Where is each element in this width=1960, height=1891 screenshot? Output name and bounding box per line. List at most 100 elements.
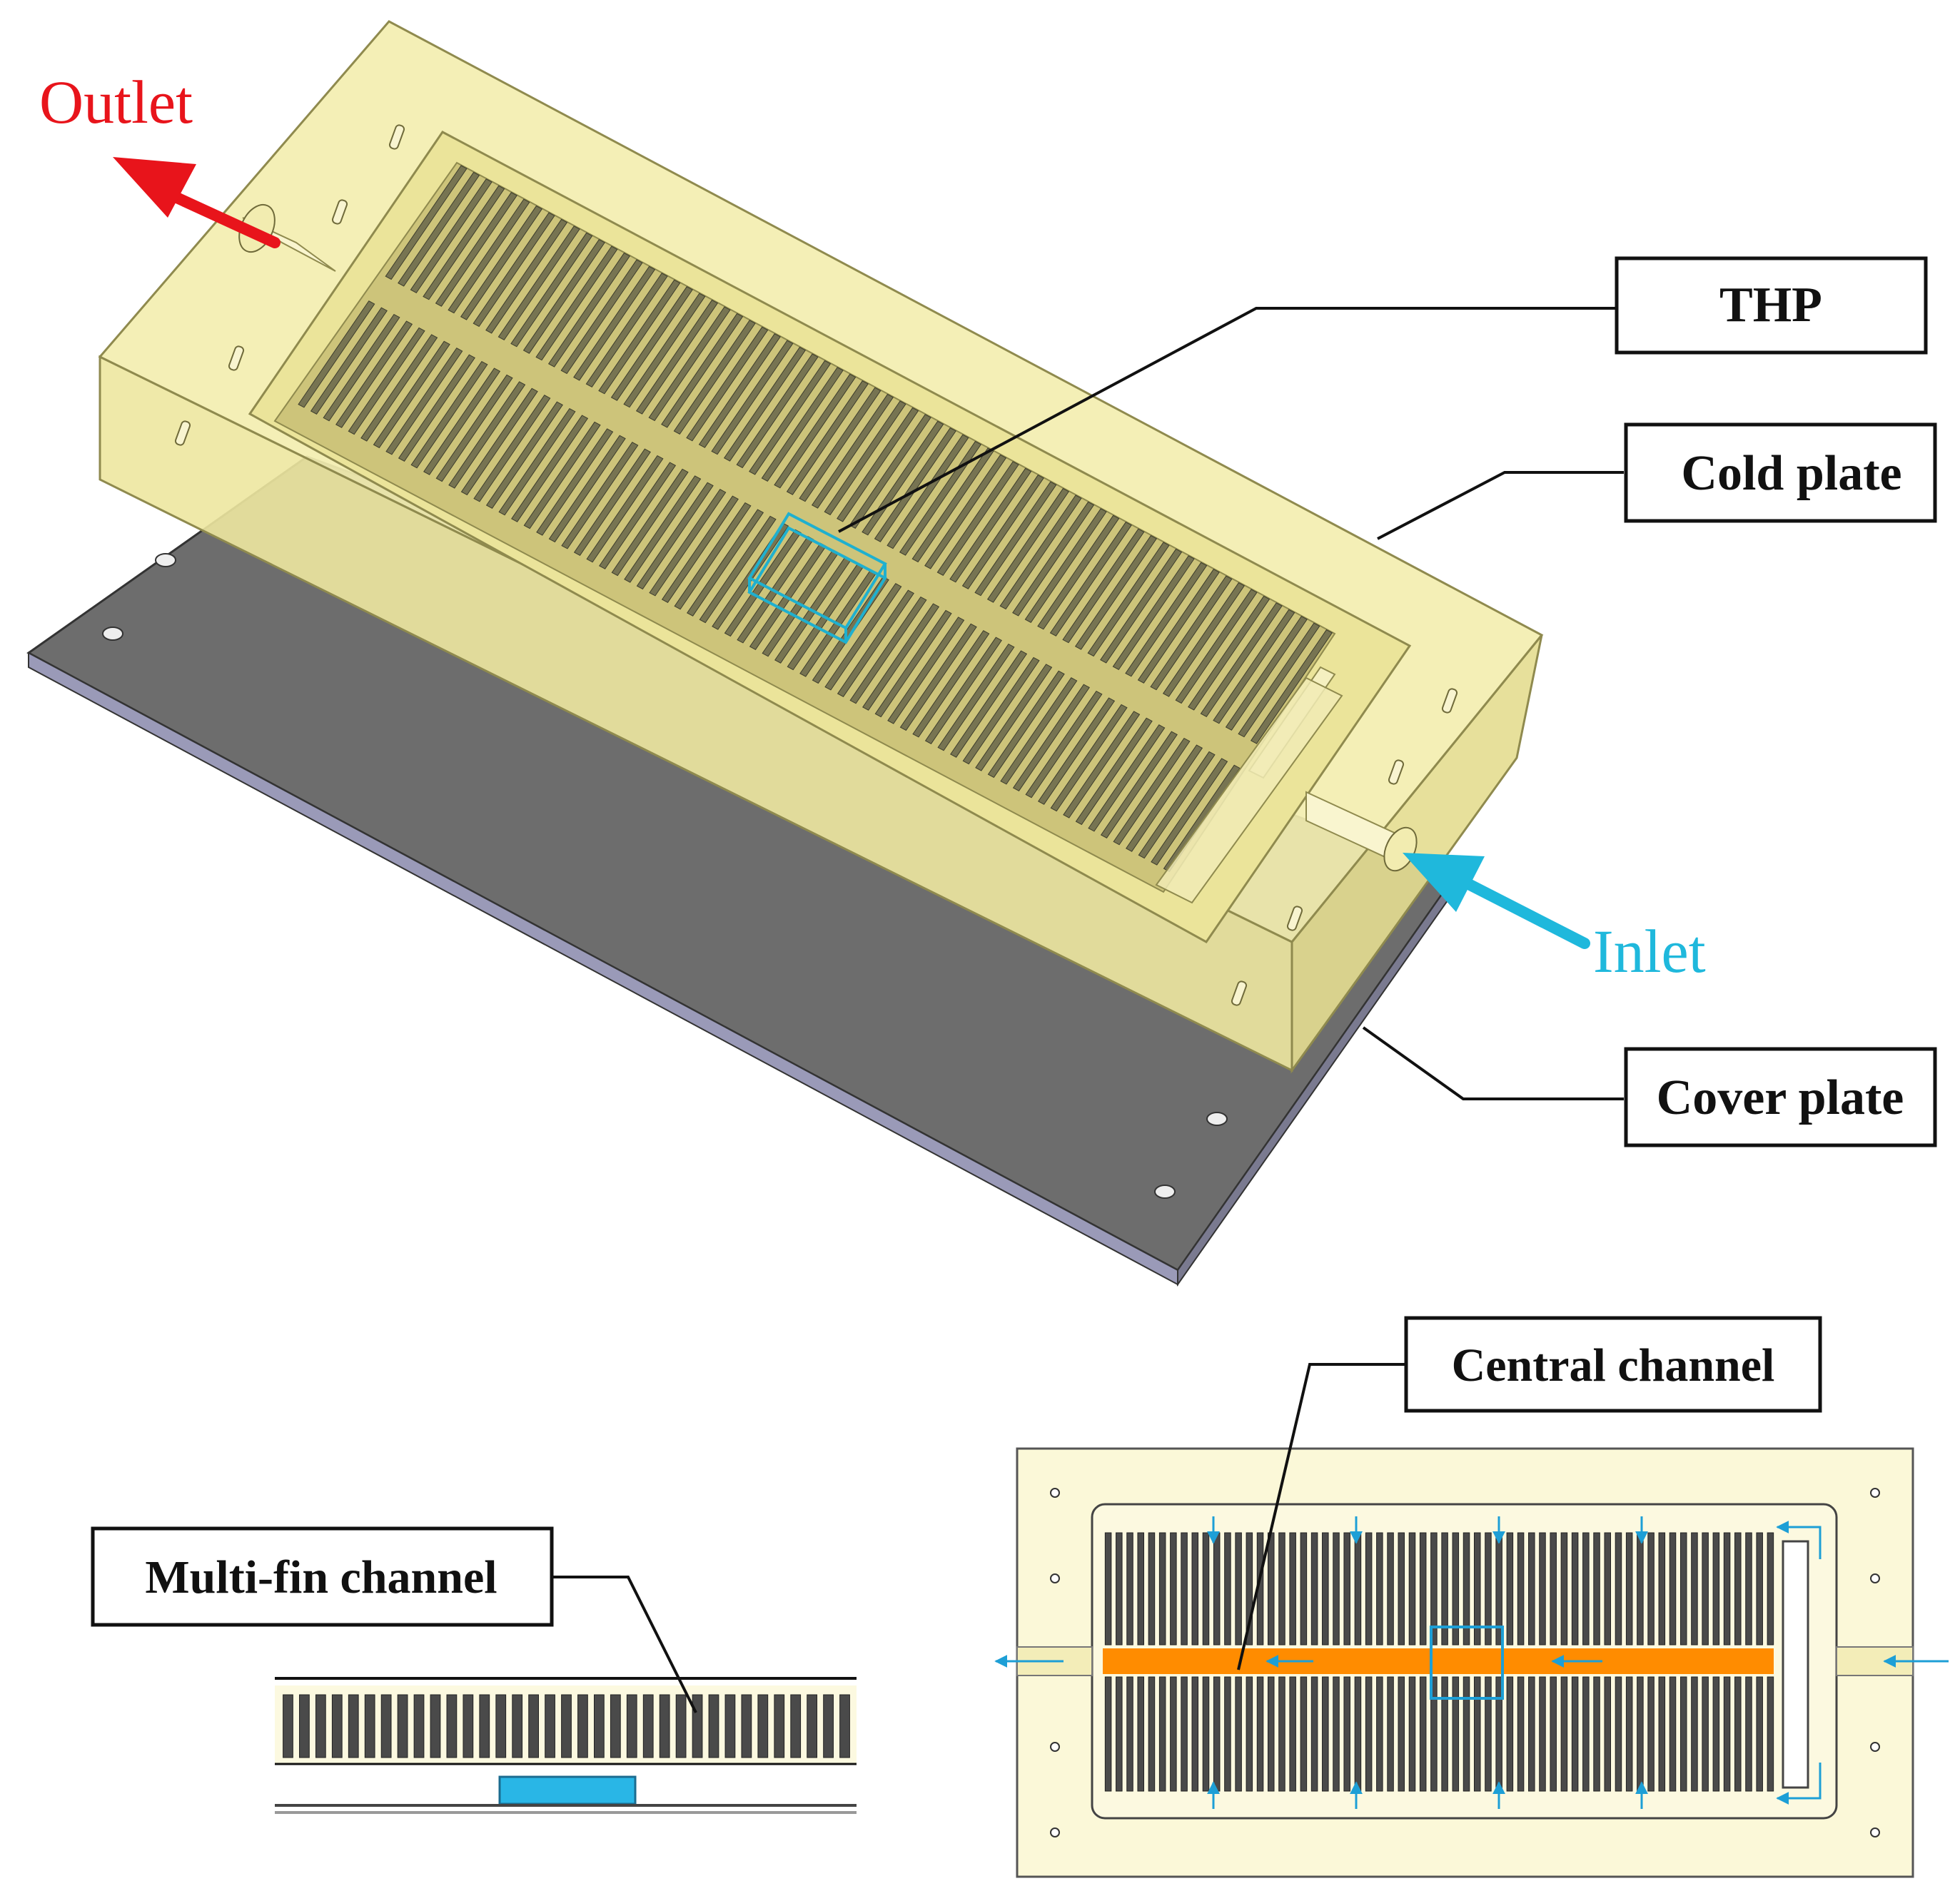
fin xyxy=(786,380,869,495)
fin xyxy=(1517,1676,1525,1792)
fin xyxy=(1191,1676,1199,1792)
heat-source xyxy=(498,1775,637,1805)
cold-plate-label: Cold plate xyxy=(1681,446,1901,501)
fin xyxy=(1354,1676,1362,1792)
fin xyxy=(1485,1532,1492,1646)
hole-icon xyxy=(1206,1112,1228,1126)
fin xyxy=(1062,528,1145,644)
fin xyxy=(1517,1532,1525,1646)
fin xyxy=(1063,711,1141,818)
fin xyxy=(1224,1676,1231,1792)
fin xyxy=(373,340,450,449)
fin xyxy=(659,1694,670,1758)
fin xyxy=(1238,622,1320,738)
hole-icon xyxy=(1870,1488,1880,1498)
fin xyxy=(1734,1676,1742,1792)
fin xyxy=(757,1694,769,1758)
fin xyxy=(1322,1532,1329,1646)
fin xyxy=(1560,1532,1568,1646)
fin xyxy=(1604,1532,1612,1646)
fin xyxy=(548,435,626,543)
fin xyxy=(1506,1676,1514,1792)
fin xyxy=(573,448,651,556)
fin xyxy=(1310,1532,1318,1646)
fin xyxy=(1679,1676,1687,1792)
fin xyxy=(962,656,1040,765)
fin xyxy=(585,273,668,388)
fin xyxy=(410,178,492,294)
fin xyxy=(1151,758,1228,866)
fin xyxy=(1267,1532,1275,1646)
outlet-arrow xyxy=(113,157,281,248)
fin xyxy=(1582,1676,1590,1792)
fin xyxy=(1333,1676,1340,1792)
fin xyxy=(1398,1676,1405,1792)
fin xyxy=(849,596,927,704)
inlet-arrow xyxy=(1403,853,1590,949)
fin xyxy=(1150,575,1233,691)
section-view-fins xyxy=(283,1694,850,1758)
hole-icon xyxy=(1050,1573,1060,1583)
fin xyxy=(1463,1532,1470,1646)
fin xyxy=(874,427,956,542)
fin xyxy=(974,481,1057,597)
fin xyxy=(1625,1676,1633,1792)
fin xyxy=(561,442,639,549)
fin xyxy=(448,381,526,489)
fin xyxy=(1256,1676,1264,1792)
fin xyxy=(1104,1676,1112,1792)
fin xyxy=(790,1694,802,1758)
fin xyxy=(1593,1676,1600,1792)
pin-icon xyxy=(174,420,191,446)
fin xyxy=(610,1694,621,1758)
fin xyxy=(298,300,375,408)
fin xyxy=(1025,690,1103,799)
fin xyxy=(887,617,965,724)
fin xyxy=(573,265,656,381)
cover-plate-3d xyxy=(26,455,1458,1287)
fin xyxy=(987,670,1065,779)
fin xyxy=(687,509,764,617)
fin xyxy=(1100,548,1183,664)
fin xyxy=(1112,555,1195,671)
fin xyxy=(1137,569,1220,684)
fin xyxy=(1593,1532,1600,1646)
fin xyxy=(823,1694,834,1758)
fin xyxy=(460,387,538,496)
fin xyxy=(1419,1676,1427,1792)
fin xyxy=(975,664,1053,771)
fin xyxy=(1038,697,1116,805)
cover-plate-leader-line xyxy=(1362,1026,1624,1100)
fin xyxy=(1225,616,1308,731)
fin xyxy=(1745,1676,1752,1792)
fin xyxy=(1213,1532,1221,1646)
fin xyxy=(837,589,914,697)
fin xyxy=(886,434,969,549)
fin xyxy=(1571,1676,1579,1792)
fin xyxy=(936,461,1019,577)
fin xyxy=(1712,1532,1720,1646)
fin xyxy=(924,454,1007,569)
fin xyxy=(561,1694,572,1758)
fin xyxy=(824,583,902,691)
fin xyxy=(711,340,794,455)
fin xyxy=(1582,1532,1590,1646)
fin xyxy=(528,1694,539,1758)
cover-plate-label: Cover plate xyxy=(1657,1070,1904,1125)
fin xyxy=(1075,717,1153,826)
fin xyxy=(385,165,468,280)
fin xyxy=(1213,1676,1221,1792)
fin xyxy=(364,1694,375,1758)
fin xyxy=(1430,1532,1438,1646)
flow-arrows xyxy=(994,1516,1949,1809)
fin xyxy=(1625,1532,1633,1646)
fin xyxy=(398,171,480,287)
fin xyxy=(1365,1676,1373,1792)
fin xyxy=(675,1694,687,1758)
fin xyxy=(642,1694,654,1758)
fin xyxy=(1191,1532,1199,1646)
fin xyxy=(648,306,731,422)
fin xyxy=(1430,1676,1438,1792)
fin xyxy=(1528,1676,1535,1792)
